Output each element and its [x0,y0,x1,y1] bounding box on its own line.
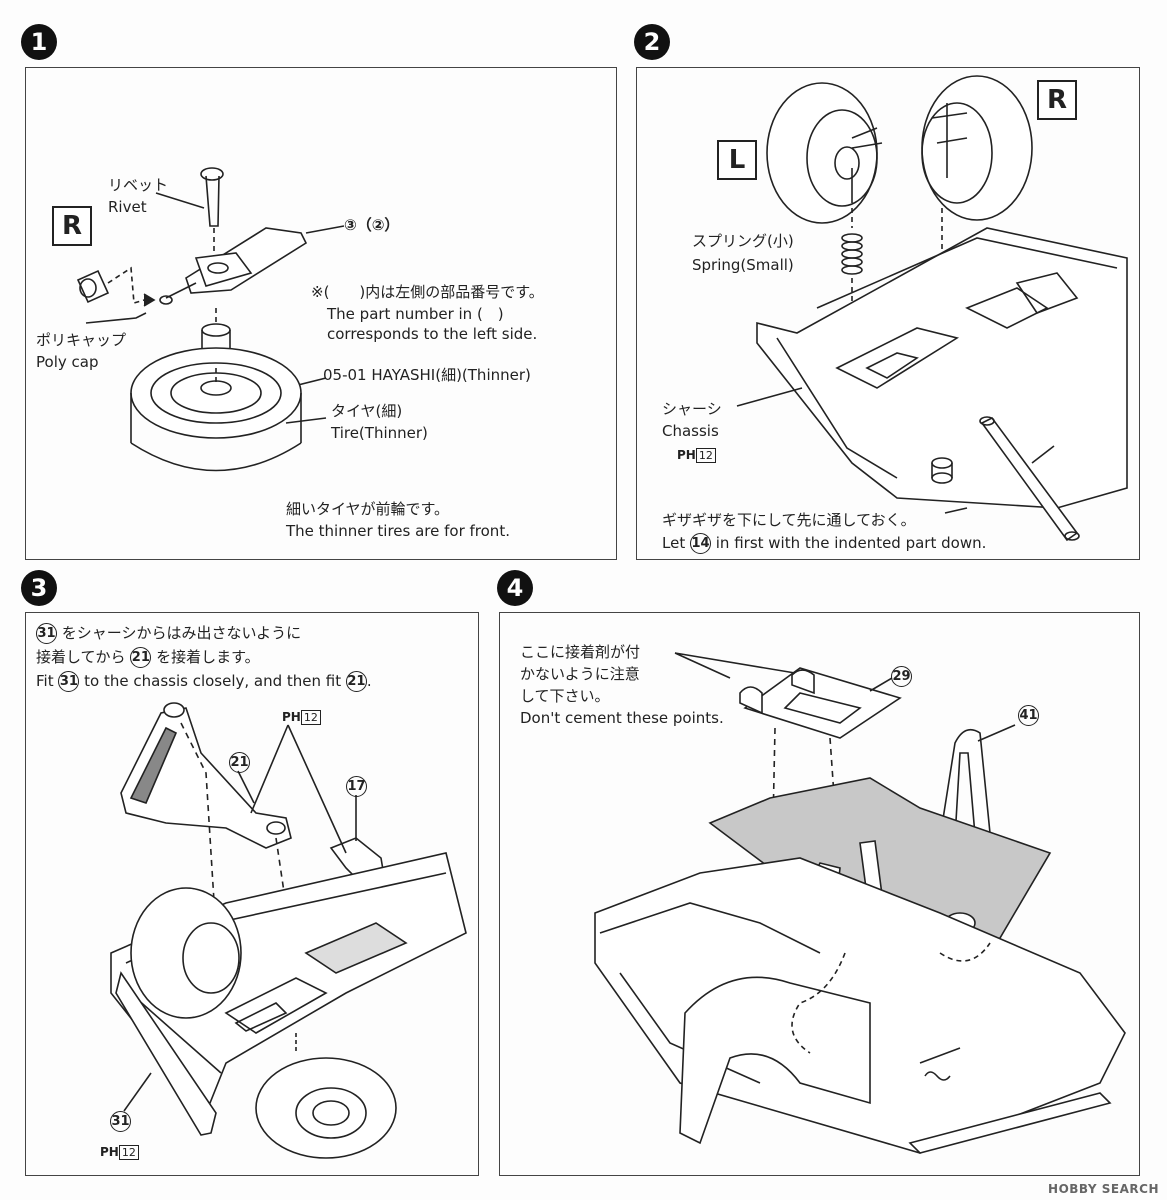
part-ref-label: ③（②） [344,216,400,234]
note-en-2: corresponds to the left side. [327,325,538,343]
instr-part-21: 21 [130,647,152,668]
wheel-label: 05-01 HAYASHI(細)(Thinner) [323,366,531,384]
small-collar [931,457,953,469]
step-1-footer-en: The thinner tires are for front. [286,522,510,540]
step-4-illustration [594,652,1126,1154]
side-r-badge: R [52,206,92,246]
tire-label-jp: タイヤ(細) [331,402,403,420]
step-4-panel: ここに接着剤が付 かないように注意 して下さい。 Don't cement th… [499,612,1140,1176]
tire-front [130,347,302,439]
step-3-panel: 31 をシャーシからはみ出さないように 接着してから 21 を接着します。 Fi… [25,612,479,1176]
step-2-panel: L R スプリング(小) Spring(Small) シャーシ Chassis … [636,67,1140,560]
chassis-label-en: Chassis [662,422,719,440]
polycap-label-en: Poly cap [36,353,99,371]
footer-part-14: 14 [689,533,711,554]
footer-let: Let [662,534,686,552]
note-jp: ※( )内は左側の部品番号です。 [311,283,544,301]
step-1-panel: R リベット Rivet ③（②） ※( )内は左側の部品番号です。 The p… [25,67,617,560]
instr-en-mid: to the chassis closely, and then fit [84,672,342,690]
instr-part-31: 31 [36,623,57,644]
part-31-marker: 31 [110,1111,131,1132]
ph-label: PH [677,448,696,462]
polycap-cylinder [201,323,231,337]
ph-number: 12 [695,448,716,463]
step-3-illustration [110,702,467,1159]
step-3-instr-jp-2: 接着してから 21 を接着します。 [36,647,260,668]
instr-jp-2-post: を接着します。 [156,648,260,666]
watermark: HOBBY SEARCH [1048,1182,1159,1196]
step-2-number: 2 [634,24,670,60]
spring-left [841,233,863,275]
part-41-marker: 41 [1018,705,1039,726]
wheel-left [766,82,878,224]
side-r-badge-2: R [1037,80,1077,120]
warn-jp-1: ここに接着剤が付 [520,643,641,661]
note-en-1: The part number in ( ) [327,305,504,323]
instr-en-post: . [366,672,372,690]
step-2-illustration [736,75,1128,542]
rear-wheel-bottom [255,1057,397,1159]
ph-top-label: PH [282,710,301,724]
ph-bottom-label: PH [100,1145,119,1159]
instr-en-part-31: 31 [58,671,80,692]
part-29-marker: 29 [891,666,912,687]
step-2-footer-en: Let 14 in first with the indented part d… [662,533,986,554]
step-4-number: 4 [497,570,533,606]
tire-label-en: Tire(Thinner) [331,424,428,442]
spring-label-jp: スプリング(小) [692,232,794,250]
rivet-label-jp: リベット [108,176,169,194]
rollbar-part-41 [939,728,991,839]
ph-top-number: 12 [300,710,321,725]
instr-jp-1-text: をシャーシからはみ出さないように [61,624,302,642]
rear-arch [679,976,871,1145]
instr-en-part-21: 21 [345,671,367,692]
polycap-label-jp: ポリキャップ [36,331,127,349]
instr-en-pre: Fit [36,672,54,690]
step-3-instr-en: Fit 31 to the chassis closely, and then … [36,671,372,692]
instr-jp-2-pre: 接着してから [36,648,126,666]
step-1-illustration [76,167,345,472]
step-1-number: 1 [21,24,57,60]
rivet-label-en: Rivet [108,198,147,216]
step-3-instr-jp-1: 31 をシャーシからはみ出さないように [36,623,301,644]
rear-wheel-top [130,887,242,1019]
warn-jp-3: して下さい。 [520,687,610,705]
polycap-small [76,269,110,304]
warn-en: Don't cement these points. [520,709,724,727]
warn-jp-2: かないように注意 [520,665,640,683]
step-3-number: 3 [21,570,57,606]
chassis-frame [756,227,1128,509]
side-l-badge: L [717,140,757,180]
ph-bottom-number: 12 [118,1145,139,1160]
bracket-part-29 [743,667,902,739]
wheel-right [921,75,1033,221]
step-1-footer-jp: 細いタイヤが前輪です。 [286,500,450,518]
rivet-shaft [205,175,220,227]
spring-label-en: Spring(Small) [692,256,794,274]
step-2-footer-jp: ギザギザを下にして先に通しておく。 [662,511,916,529]
engine-block [224,977,328,1034]
chassis-label-jp: シャーシ [662,400,722,418]
footer-rest: in first with the indented part down. [715,534,987,552]
